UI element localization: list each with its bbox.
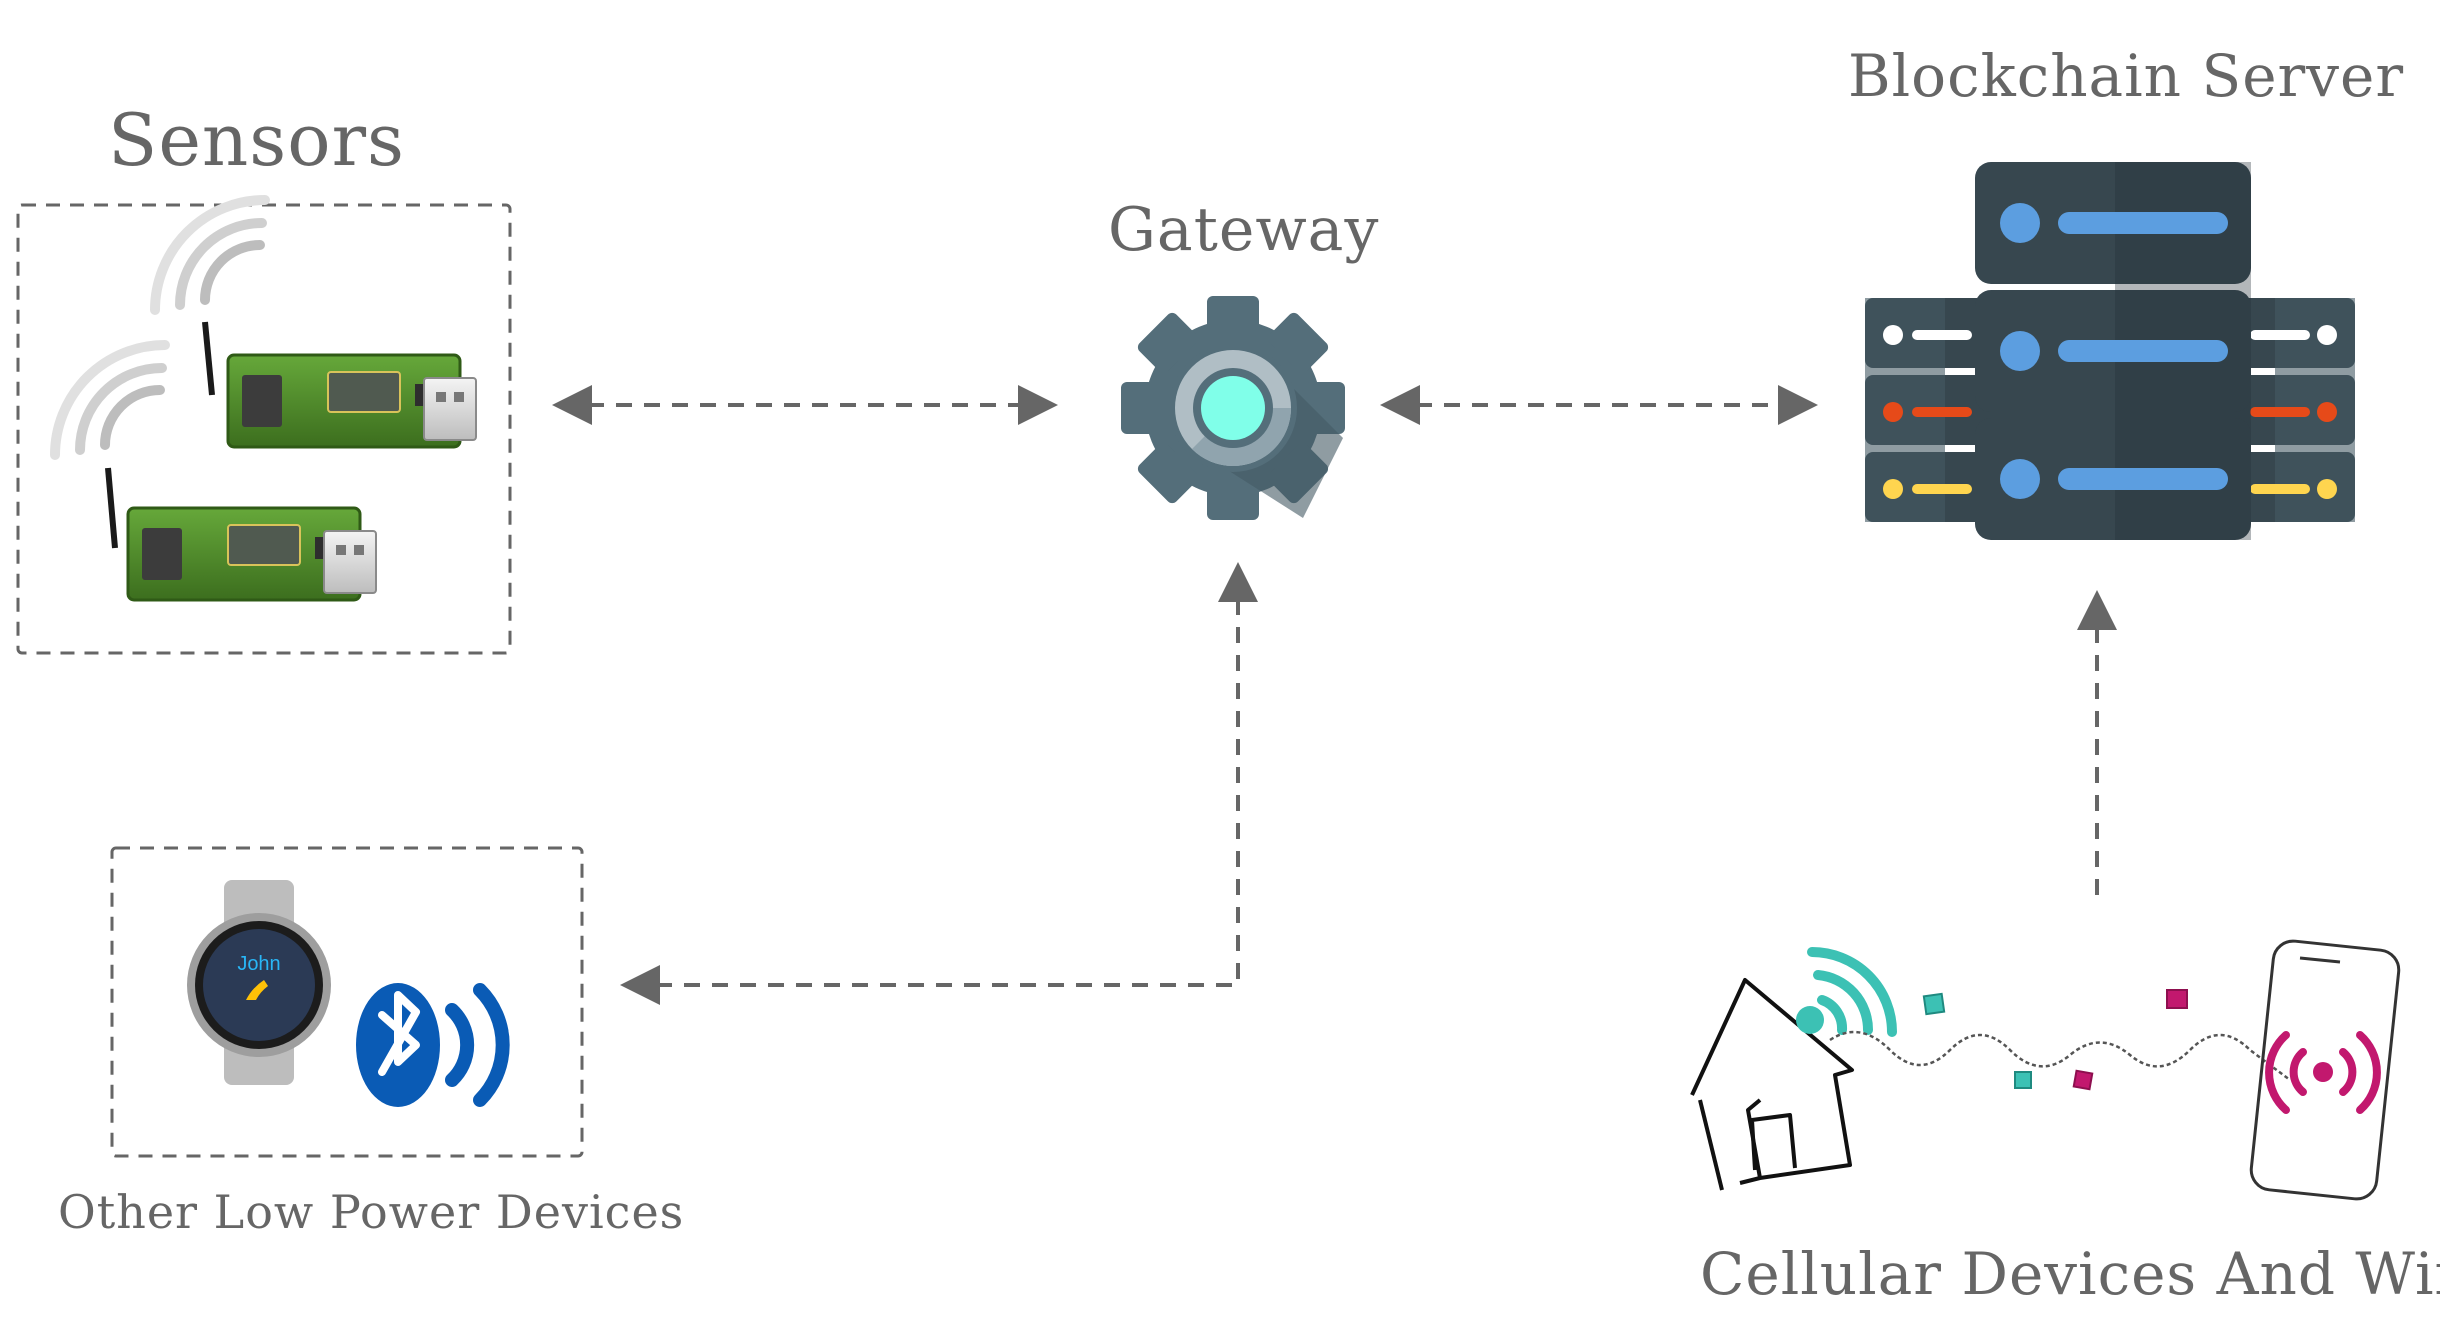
gear-icon [1121, 296, 1345, 520]
sensor-board-icon-2 [50, 340, 377, 602]
low-power-group-box [110, 846, 584, 1158]
cellular-wifi-label: Cellular Devices And Wifi [1700, 1240, 2440, 1308]
sensors-label: Sensors [108, 98, 405, 182]
smartwatch-icon: John [187, 880, 331, 1085]
server-rack-icon [1865, 162, 2355, 540]
data-packets [1922, 989, 2188, 1091]
gateway-label: Gateway [1108, 195, 1380, 265]
sensor-board-icon-1 [150, 195, 477, 449]
blockchain-server-label: Blockchain Server [1848, 42, 2405, 110]
watch-caller-name: John [237, 953, 280, 975]
wifi-signal-icon [50, 340, 170, 460]
phone-handset-icon [246, 980, 268, 1000]
low-power-devices-label: Other Low Power Devices [58, 1185, 685, 1239]
smartphone-icon [2249, 939, 2401, 1201]
wifi-signal-icon [1796, 947, 1897, 1037]
signal-wave [1829, 1030, 2291, 1081]
wifi-signal-icon [150, 195, 270, 315]
edge-lowpower-gateway [620, 562, 1258, 1005]
bluetooth-icon [356, 983, 510, 1107]
house-icon [1690, 978, 1854, 1191]
